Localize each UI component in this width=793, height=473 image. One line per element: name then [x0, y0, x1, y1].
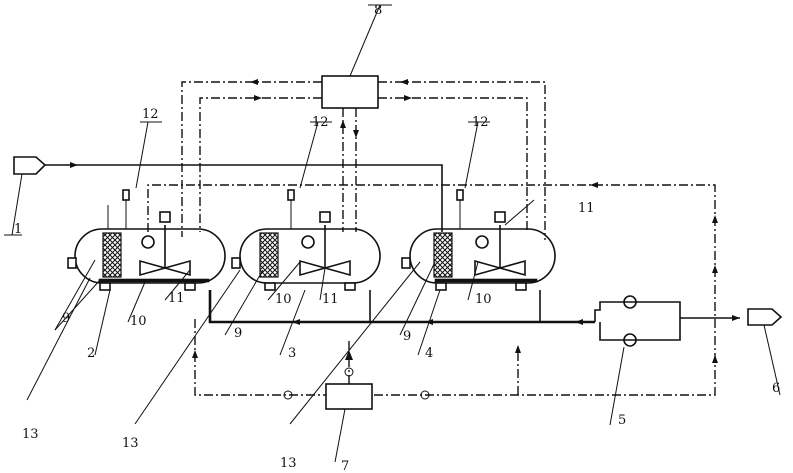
- label-5: 5: [618, 413, 626, 428]
- label-4: 4: [425, 346, 433, 361]
- tank-1: [67, 189, 226, 291]
- label-8: 8: [374, 3, 382, 18]
- label-1: 1: [14, 222, 22, 237]
- component-labels: 1 2 3 4 5 6 7 8 9 9 9 10 10 10 11 11 11 …: [14, 3, 780, 473]
- label-11-c: 11: [578, 201, 595, 216]
- tank-3: [401, 189, 556, 291]
- pump-group-5: [594, 295, 740, 347]
- label-10-b: 10: [275, 292, 292, 307]
- label-9-a: 9: [62, 311, 70, 326]
- discharge-line: [208, 290, 595, 325]
- feed-inlet-1: [13, 156, 47, 175]
- label-9-c: 9: [403, 329, 411, 344]
- label-13-a: 13: [22, 427, 39, 442]
- label-2: 2: [87, 346, 95, 361]
- label-12-c: 12: [472, 115, 489, 130]
- unit-7: [325, 383, 373, 410]
- label-3: 3: [288, 346, 296, 361]
- label-10-a: 10: [130, 314, 147, 329]
- label-12-b: 12: [312, 115, 329, 130]
- label-10-c: 10: [475, 292, 492, 307]
- label-6: 6: [772, 381, 780, 396]
- control-unit-8: [321, 75, 379, 109]
- outlet-6: [747, 308, 783, 326]
- return-loop: [147, 182, 718, 396]
- label-9-b: 9: [234, 326, 242, 341]
- label-13-b: 13: [122, 436, 139, 451]
- leader-lines: [26, 4, 625, 463]
- label-11-b: 11: [322, 292, 339, 307]
- feed-line: [45, 164, 443, 232]
- label-11-a: 11: [168, 291, 185, 306]
- label-7: 7: [341, 459, 349, 473]
- label-12-a: 12: [142, 107, 159, 122]
- tank-2: [231, 189, 381, 291]
- label-13-c: 13: [280, 456, 297, 471]
